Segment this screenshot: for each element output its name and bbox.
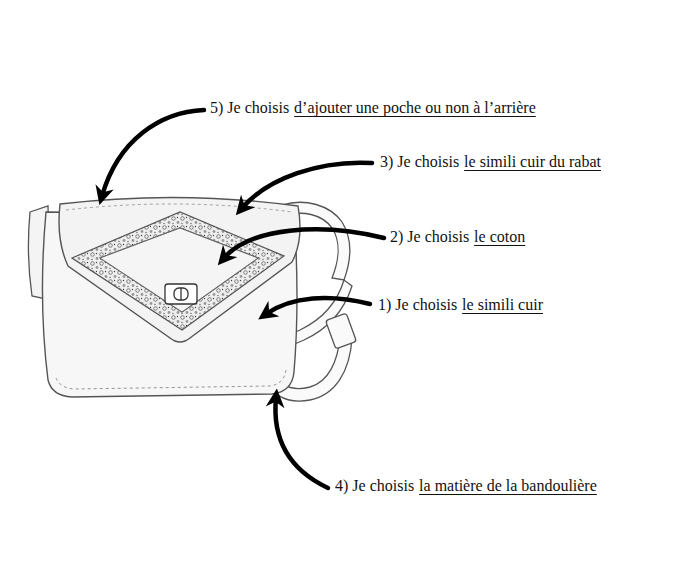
callout-text: d’ajouter une poche ou non à l’arrière xyxy=(294,98,536,117)
callout-text: le simili cuir du rabat xyxy=(464,152,601,171)
callout: 1) Je choisis le simili cuir xyxy=(378,295,543,314)
callout-number: 2) Je choisis xyxy=(390,227,469,246)
callout-text: le simili cuir xyxy=(462,295,543,314)
callout: 4) Je choisis la matière de la bandoulièr… xyxy=(335,476,597,495)
callout-number: 3) Je choisis xyxy=(380,152,459,171)
flap xyxy=(59,197,300,342)
callout: 3) Je choisis le simili cuir du rabat xyxy=(380,152,601,171)
callout-number: 5) Je choisis xyxy=(210,98,289,117)
callout: 2) Je choisis le coton xyxy=(390,227,525,246)
clasp xyxy=(165,284,197,304)
cotton-insert xyxy=(72,212,284,330)
callout-text: la matière de la bandoulière xyxy=(419,476,597,495)
callout-number: 1) Je choisis xyxy=(378,295,457,314)
callout-text: le coton xyxy=(474,227,525,246)
callout: 5) Je choisis d’ajouter une poche ou non … xyxy=(210,98,536,117)
leader-arrows xyxy=(102,110,384,488)
callout-number: 4) Je choisis xyxy=(335,476,414,495)
